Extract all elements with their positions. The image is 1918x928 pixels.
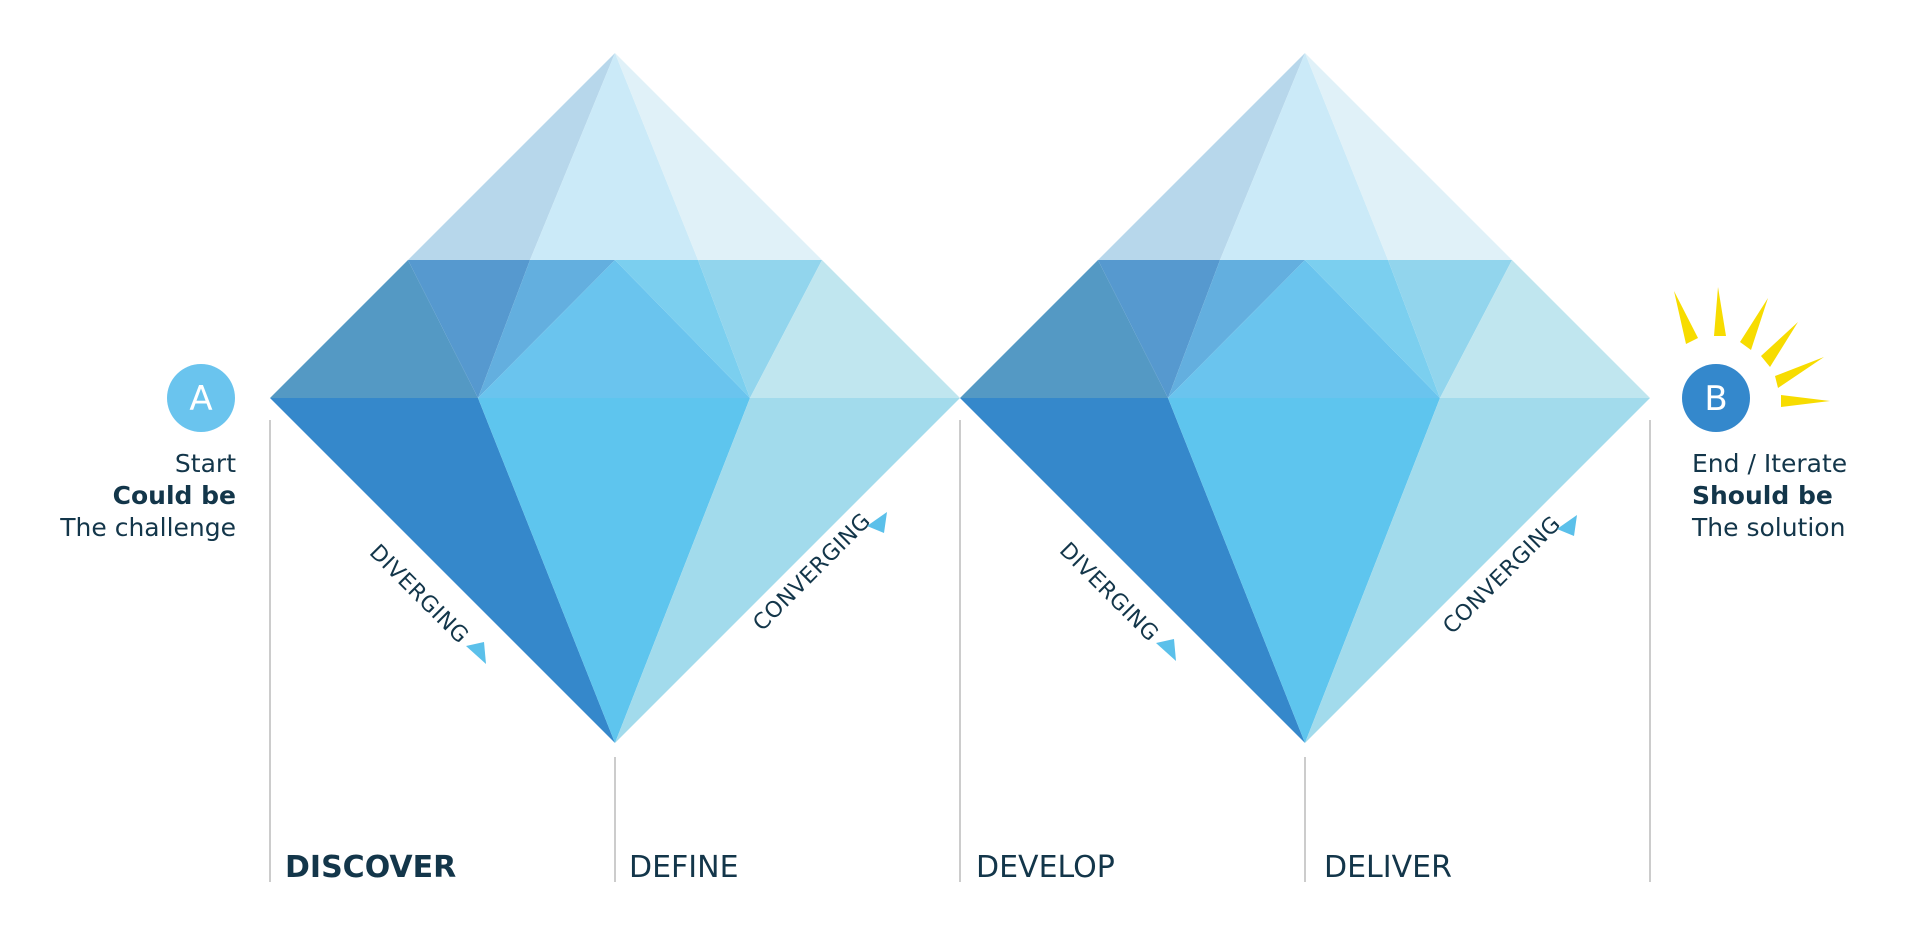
phase-label-develop: DEVELOP <box>976 850 1115 885</box>
diamond-develop-deliver <box>960 53 1650 743</box>
start-line-1: Start <box>175 449 236 478</box>
start-line-3: The challenge <box>59 513 236 542</box>
end-line-2: Should be <box>1692 481 1833 510</box>
end-node-label: B <box>1704 379 1727 419</box>
phase-label-define: DEFINE <box>629 850 739 885</box>
phase-label-deliver: DELIVER <box>1324 850 1452 885</box>
start-line-2: Could be <box>113 481 236 510</box>
diamond-discover-define <box>270 53 960 743</box>
arrow-icon <box>1156 639 1176 661</box>
phase-label-discover: DISCOVER <box>285 850 456 885</box>
end-line-1: End / Iterate <box>1692 449 1847 478</box>
start-node-label: A <box>189 379 212 419</box>
arrow-icon <box>466 642 486 664</box>
end-node: B <box>1682 364 1750 432</box>
end-line-3: The solution <box>1691 513 1845 542</box>
start-node: A <box>167 364 235 432</box>
